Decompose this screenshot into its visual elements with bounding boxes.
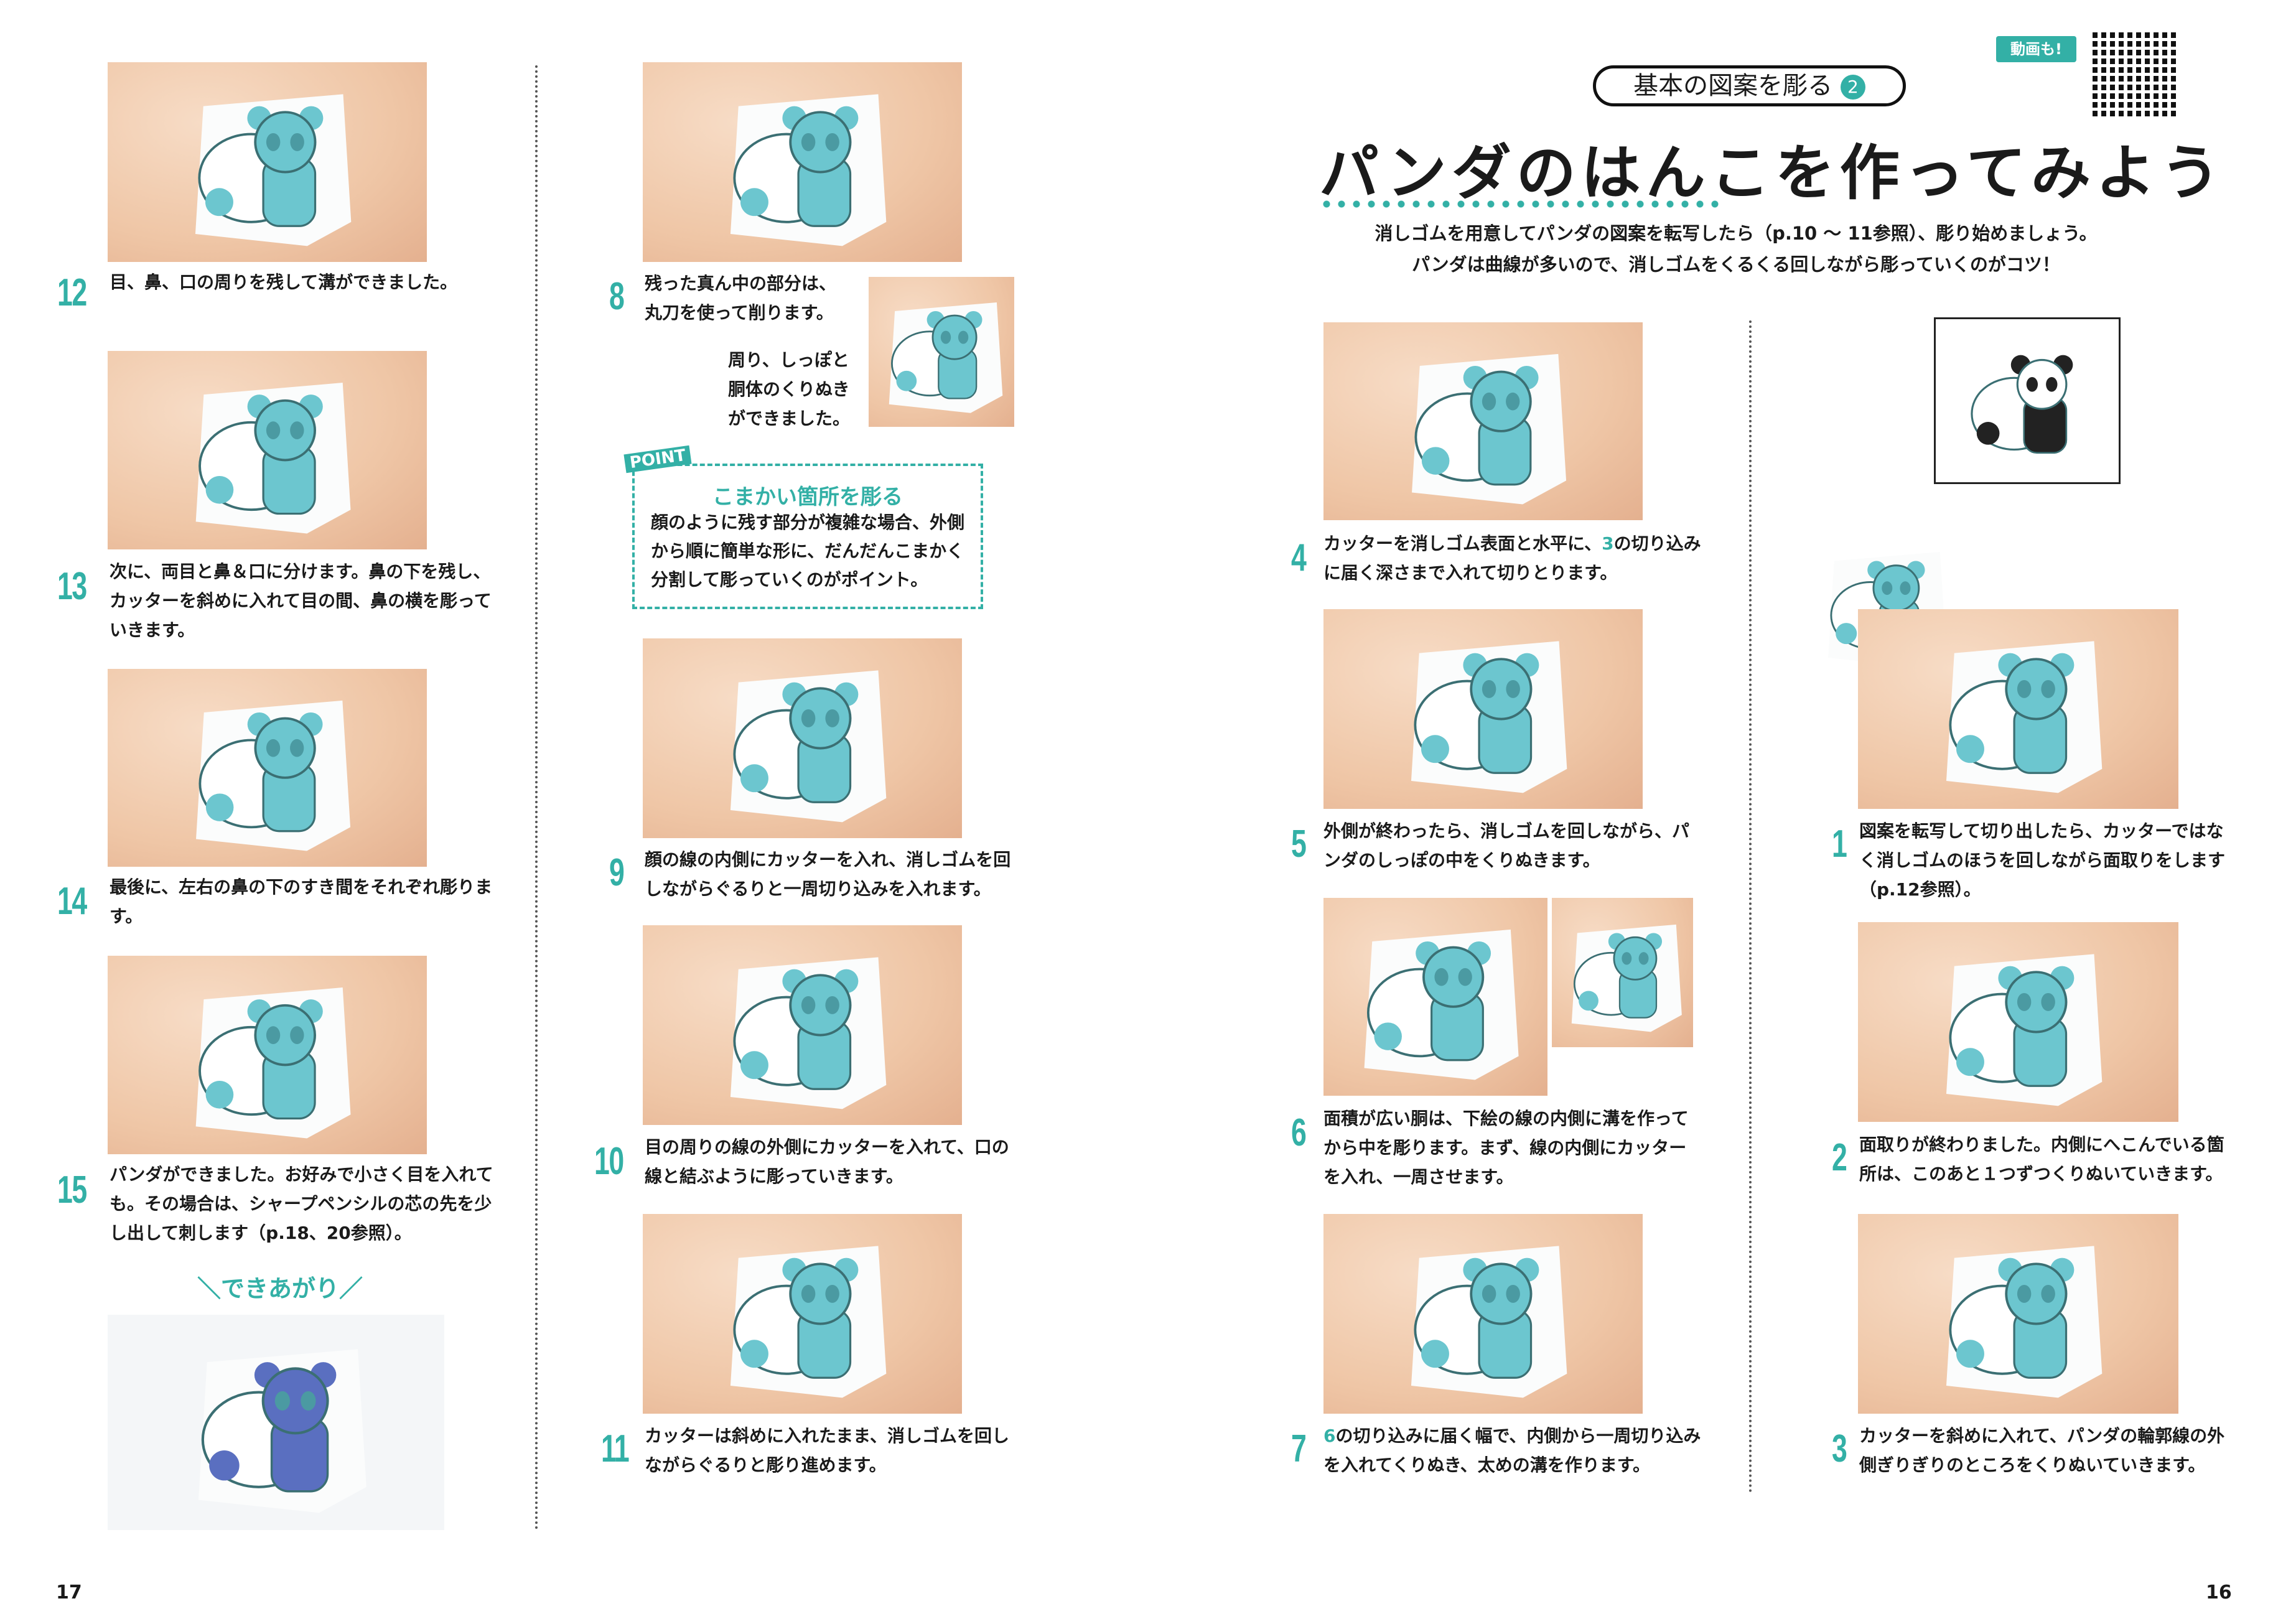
step-text: 目の周りの線の外側にカッターを入れて、口の線と結ぶように彫っていきます。 <box>645 1137 1009 1187</box>
step-4-photo <box>1323 322 1643 520</box>
step-6-inset-photo <box>1552 898 1693 1047</box>
panda-stamp-illustration <box>1364 929 1519 1080</box>
step-text: 6の切り込みに届く幅で、内側から一周切り込みを入れてくりぬき、太めの溝を作ります… <box>1323 1421 1703 1480</box>
step-3-photo <box>1858 1214 2178 1414</box>
step-text: パンダができました。お好みで小さく目を入れても。その場合は、シャープペンシルの芯… <box>110 1164 493 1243</box>
finished-label: できあがり <box>220 1275 339 1302</box>
step-9-photo <box>643 638 962 838</box>
step-text-part: カッターを消しゴム表面と水平に、 <box>1323 533 1602 554</box>
step-number: 2 <box>1832 1136 1847 1179</box>
point-box: POINT こまかい箇所を彫る 顔のように残す部分が複雑な場合、外側から順に簡単… <box>623 445 983 609</box>
column-divider <box>1749 320 1752 1493</box>
step-12-photo <box>108 62 427 262</box>
step-text: 残った真ん中の部分は、丸刀を使って削ります。 <box>645 273 837 323</box>
finished-heading: ＼できあがり／ <box>187 1269 373 1304</box>
qr-code-icon[interactable] <box>2093 32 2176 116</box>
step-text-part: の切り込みに届く深さまで入れて切りとります。 <box>1323 533 1701 583</box>
panda-stamp-illustration <box>196 700 351 851</box>
step-number: 11 <box>601 1427 630 1470</box>
step-ref: 3 <box>1602 533 1614 554</box>
step-text: 外側が終わったら、消しゴムを回しながら、パンダのしっぽの中をくりぬきます。 <box>1323 821 1690 870</box>
step-8-photo <box>869 277 1014 427</box>
step-8-subtext: 周り、しっぽと胴体のくりぬきができました。 <box>728 350 851 429</box>
panda-stamp-illustration <box>1412 353 1567 505</box>
panda-stamp-illustration <box>1571 924 1682 1032</box>
step-ref: 6 <box>1323 1426 1336 1446</box>
step-text: 面取りが終わりました。内側にへこんでいる箇所は、このあと１つずつくりぬいていきま… <box>1859 1134 2224 1184</box>
step-7-photo <box>1323 1214 1643 1414</box>
panda-stamp-illustration <box>1946 1246 2103 1398</box>
point-badge: POINT <box>623 445 692 474</box>
series-tag-label: 基本の図案を彫る <box>1633 72 1833 100</box>
series-tag: 基本の図案を彫る 2 <box>1593 65 1906 106</box>
panda-stamp-illustration <box>730 957 887 1109</box>
point-title: こまかい箇所を彫る <box>712 485 903 510</box>
panda-stamp-illustration <box>1971 355 2073 454</box>
step-text: 目、鼻、口の周りを残して溝ができました。 <box>110 272 458 292</box>
step-number: 6 <box>1291 1111 1307 1154</box>
step-text: カッターを斜めに入れて、パンダの輪郭線の外側ぎりぎりのところをくりぬいていきます… <box>1859 1426 2225 1475</box>
step-1-photo <box>1858 609 2178 809</box>
step-text-part: の切り込みに届く幅で、内側から一周切り込みを入れてくりぬき、太めの溝を作ります。 <box>1323 1426 1701 1475</box>
step-text: 面積が広い胴は、下絵の線の内側に溝を作ってから中を彫ります。まず、線の内側にカッ… <box>1323 1108 1689 1187</box>
step-number: 5 <box>1291 823 1307 866</box>
panda-stamp-illustration <box>198 1349 366 1513</box>
panda-stamp-illustration <box>1411 1246 1567 1398</box>
finished-stamp-photo <box>108 1315 444 1530</box>
panda-stamp-illustration <box>730 94 887 246</box>
panda-stamp-illustration <box>195 94 352 246</box>
panda-stamp-illustration <box>1946 954 2103 1106</box>
step-number: 8 <box>609 275 625 318</box>
step-number: 7 <box>1291 1427 1307 1470</box>
panda-stamp-illustration <box>730 670 887 823</box>
step-number: 13 <box>57 565 87 608</box>
page-title: パンダのはんこを作ってみよう <box>1319 138 2225 208</box>
step-6-photo <box>1323 898 1547 1096</box>
panda-stamp-illustration <box>1946 641 2103 793</box>
panda-stamp-illustration <box>195 987 351 1139</box>
step-14-photo <box>108 669 427 867</box>
step-number: 1 <box>1832 823 1847 866</box>
slash-deco: ／ <box>339 1275 363 1302</box>
step-text: カッターは斜めに入れたまま、消しゴムを回しながらぐるりと彫り進めます。 <box>645 1426 1010 1475</box>
page-number-left: 17 <box>56 1582 82 1603</box>
title-dots <box>1319 200 1719 208</box>
column-divider <box>535 65 538 1531</box>
step-11-photo <box>643 1214 962 1414</box>
series-number-badge: 2 <box>1840 75 1865 100</box>
video-badge: 動画も! <box>1996 36 2076 62</box>
panda-stamp-illustration <box>730 1246 887 1398</box>
step-number: 4 <box>1291 536 1307 579</box>
step-number: 3 <box>1832 1427 1847 1470</box>
step-text: 最後に、左右の鼻の下のすき間をそれぞれ彫ります。 <box>110 877 493 926</box>
step-text: カッターを消しゴム表面と水平に、3の切り込みに届く深さまで入れて切りとります。 <box>1323 529 1703 587</box>
step-7-photo-left <box>643 62 962 262</box>
panda-stamp-illustration <box>889 302 1003 413</box>
page-number-right: 16 <box>2206 1582 2232 1603</box>
step-number: 10 <box>594 1140 624 1183</box>
stamp-print-image <box>1934 317 2121 484</box>
step-text: 顔の線の内側にカッターを入れ、消しゴムを回しながらぐるりと一周切り込みを入れます… <box>645 849 1011 899</box>
step-number: 9 <box>609 851 625 894</box>
panda-stamp-illustration <box>195 383 351 534</box>
step-10-photo <box>643 925 962 1125</box>
step-2-photo <box>1858 922 2178 1122</box>
intro-line-1: 消しゴムを用意してパンダの図案を転写したら（p.10 ～ 11参照）、彫り始めま… <box>1375 223 2098 244</box>
step-15-photo <box>108 956 427 1154</box>
step-number: 15 <box>57 1169 87 1211</box>
step-13-photo <box>108 351 427 549</box>
point-body: 顔のように残す部分が複雑な場合、外側から順に簡単な形に、だんだんこまかく分割して… <box>651 512 965 590</box>
step-text: 次に、両目と鼻＆口に分けます。鼻の下を残し、カッターを斜めに入れて目の間、鼻の横… <box>110 561 492 640</box>
intro-line-2: パンダは曲線が多いので、消しゴムをくるくる回しながら彫っていくのがコツ！ <box>1412 254 2060 275</box>
panda-stamp-illustration <box>1411 641 1567 793</box>
slash-deco: ＼ <box>197 1275 221 1302</box>
step-number: 12 <box>57 271 87 314</box>
step-number: 14 <box>57 880 87 923</box>
step-text: 図案を転写して切り出したら、カッターではなく消しゴムのほうを回しながら面取りをし… <box>1859 821 2226 900</box>
step-5-photo <box>1323 609 1643 809</box>
